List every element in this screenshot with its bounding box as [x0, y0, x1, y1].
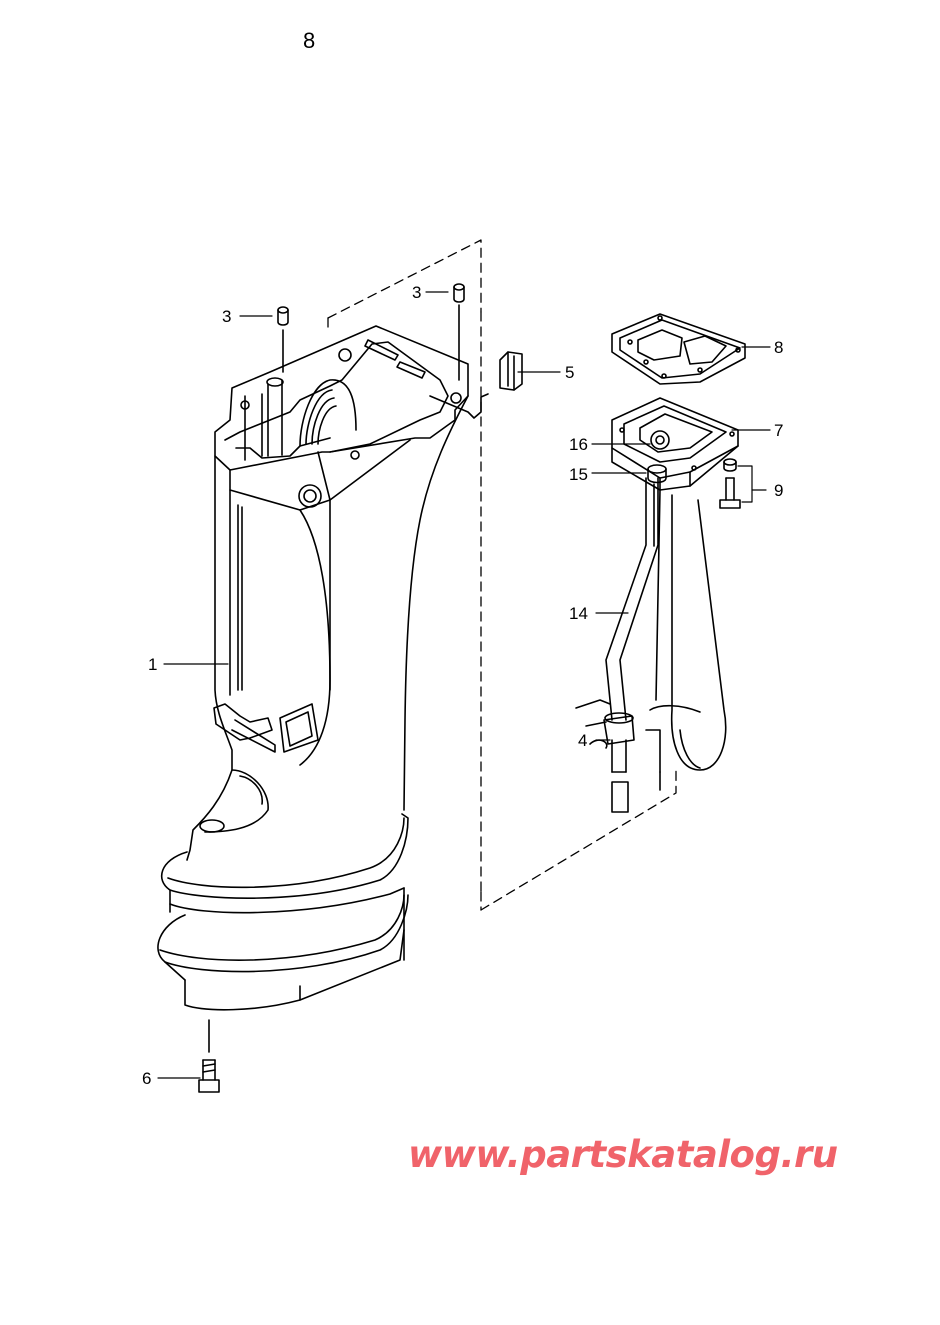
callout-6: 6	[142, 1069, 151, 1088]
callout-labels: 3 3 1 5 8 7 16 15 9 14 4 6	[142, 283, 783, 1088]
callout-4: 4	[578, 731, 587, 750]
callout-3a: 3	[222, 307, 231, 326]
dowel-pin-left	[277, 306, 289, 373]
callout-16: 16	[569, 435, 588, 454]
callout-9: 9	[774, 481, 783, 500]
drive-shaft-housing	[157, 325, 469, 1011]
leader-9	[737, 465, 767, 491]
tube-seal	[575, 699, 635, 749]
housing-bolt	[198, 1019, 220, 1093]
callout-8: 8	[774, 338, 783, 357]
gasket	[611, 313, 746, 385]
callout-3b: 3	[412, 283, 421, 302]
callout-1: 1	[148, 655, 157, 674]
assembly-boundary	[327, 239, 677, 911]
page-number: 8	[303, 28, 316, 53]
leader-lines	[157, 291, 771, 1079]
callout-5: 5	[565, 363, 574, 382]
callout-15: 15	[569, 465, 588, 484]
watermark-url: www.partskatalog.ru	[408, 1133, 838, 1176]
callout-7: 7	[774, 421, 783, 440]
dowel-pin-right	[453, 283, 465, 381]
grommet	[647, 464, 667, 484]
damper-rubber	[429, 351, 523, 419]
callout-14: 14	[569, 604, 588, 623]
washer-and-bolt	[719, 458, 741, 509]
water-tube	[605, 477, 727, 813]
